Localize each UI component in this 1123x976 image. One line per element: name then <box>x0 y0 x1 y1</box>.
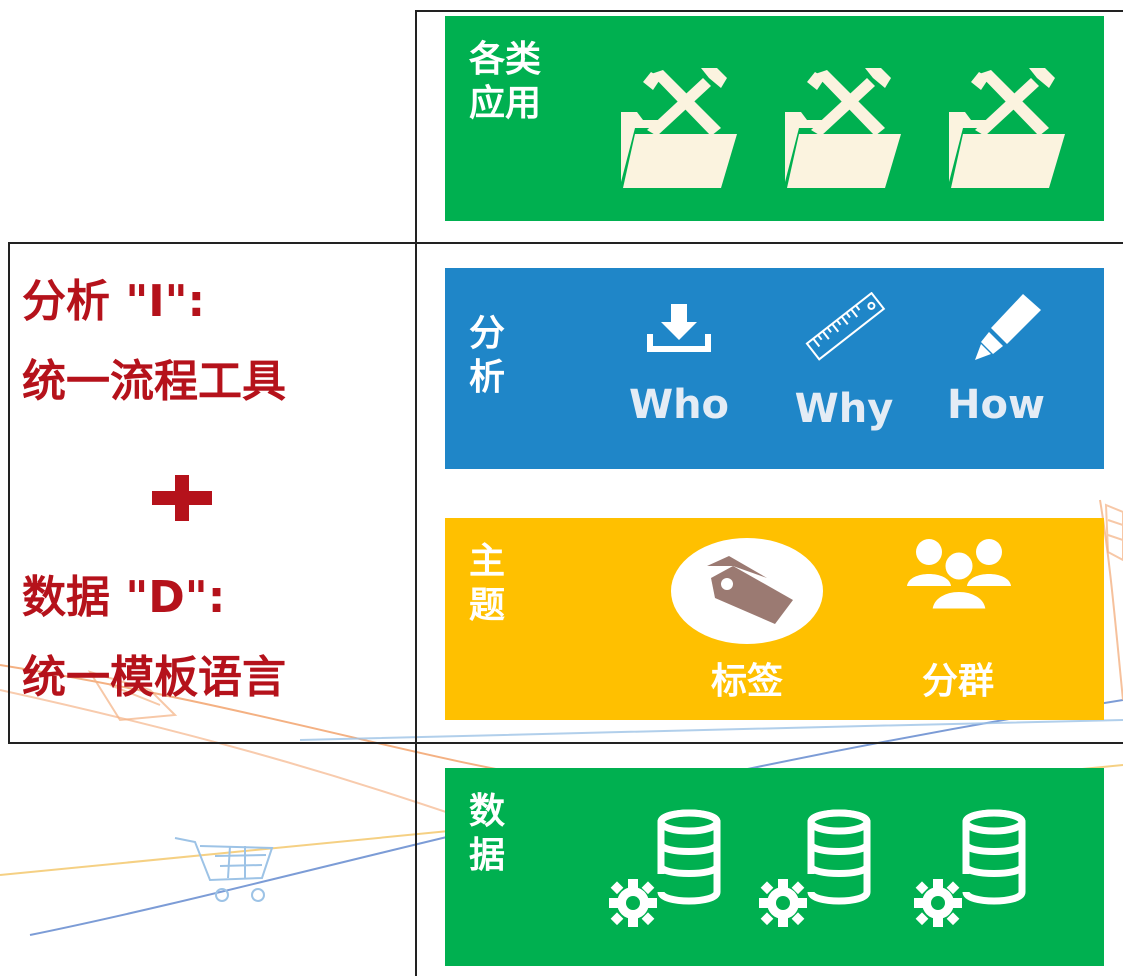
database-gear-icon <box>759 809 871 927</box>
folder-tools-icon <box>785 68 901 188</box>
left-box-top <box>8 242 1123 244</box>
why-label: Why <box>794 386 894 432</box>
database-gear-icon <box>609 809 721 927</box>
applications-band: 各类 应用 <box>445 16 1104 221</box>
tag-icon <box>671 538 823 644</box>
data-d-heading: 数据 "D": <box>22 572 226 623</box>
tags-label: 标签 <box>710 661 783 702</box>
data-label: 数 据 <box>469 791 506 876</box>
topic-label: 主 题 <box>469 541 506 626</box>
ruler-icon <box>805 292 886 361</box>
who-label: Who <box>628 382 730 428</box>
vertical-divider <box>415 10 417 976</box>
unified-process-tools-text: 统一流程工具 <box>22 356 286 407</box>
top-frame-line <box>415 10 1123 12</box>
database-gear-icon <box>914 809 1026 927</box>
unified-template-language-text: 统一模板语言 <box>22 652 286 703</box>
marker-icon <box>975 294 1041 360</box>
shopping-cart-icon <box>174 837 274 902</box>
shopping-cart-icon <box>87 670 178 722</box>
download-icon <box>647 304 711 352</box>
left-box-bottom <box>8 742 1123 744</box>
analysis-i-heading: 分析 "I": <box>22 276 206 327</box>
folder-tools-icon <box>949 68 1065 188</box>
left-box-side <box>8 242 10 744</box>
plus-icon <box>152 475 212 521</box>
applications-label: 各类 应用 <box>469 39 542 124</box>
data-band: 数 据 <box>445 768 1104 966</box>
shopping-cart-icon <box>1104 503 1123 562</box>
folder-tools-icon <box>621 68 737 188</box>
topic-band: 主 题 标签 分群 <box>445 518 1104 720</box>
how-label: How <box>947 382 1045 428</box>
analysis-label: 分 析 <box>469 313 506 398</box>
segments-label: 分群 <box>921 661 994 702</box>
analysis-band: 分 析 Who Why How <box>445 268 1104 469</box>
people-group-icon <box>907 539 1011 610</box>
